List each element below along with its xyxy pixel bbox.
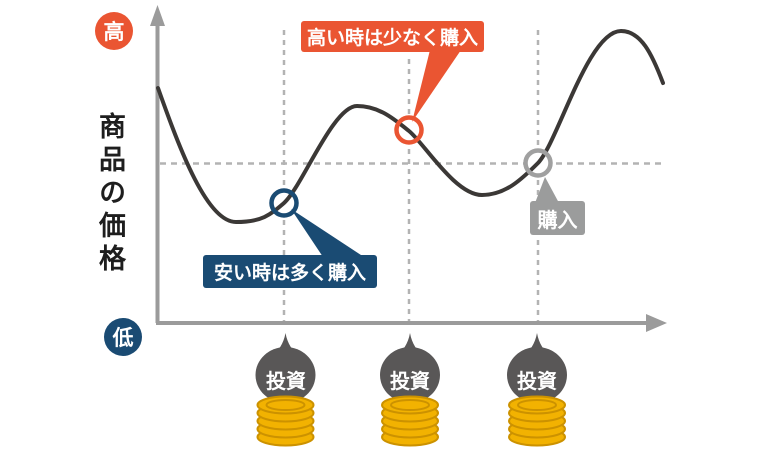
price-curve <box>156 28 665 225</box>
balloon-circle-icon <box>380 347 440 403</box>
buy-high-callout: 高い時は少なく購入 <box>301 21 484 52</box>
balloon-circle-icon <box>255 347 316 403</box>
buy-high-callout-tail-icon <box>412 50 461 122</box>
x-axis-arrow-icon <box>646 314 667 332</box>
buy-low-callout: 安い時は多く購入 <box>203 255 377 288</box>
investment-balloon-2 <box>380 333 440 403</box>
investment-label-2: 投資 <box>390 371 430 393</box>
y-axis-label: 商品の価格 <box>95 112 125 277</box>
investment-label-3: 投資 <box>517 371 557 393</box>
y-axis-arrow-icon <box>150 5 165 26</box>
coin-stack-icon-1 <box>256 395 315 447</box>
coin-stack-icon-3 <box>508 395 566 447</box>
high-price-badge: 高 <box>95 12 133 50</box>
investment-balloon-1 <box>255 333 316 403</box>
buy-low-ring-icon <box>269 188 299 218</box>
buy-low-callout-tail-icon <box>291 209 364 257</box>
purchase-callout: 購入 <box>530 201 585 235</box>
investment-balloon-3 <box>507 333 567 403</box>
low-price-badge: 低 <box>104 318 142 356</box>
investment-label-1: 投資 <box>266 371 306 393</box>
buy-high-ring-icon <box>394 115 424 145</box>
purchase-ring-icon <box>523 148 553 178</box>
balloon-circle-icon <box>507 347 567 403</box>
coin-stack-icon-2 <box>381 395 439 447</box>
purchase-callout-tail-icon <box>535 177 559 203</box>
